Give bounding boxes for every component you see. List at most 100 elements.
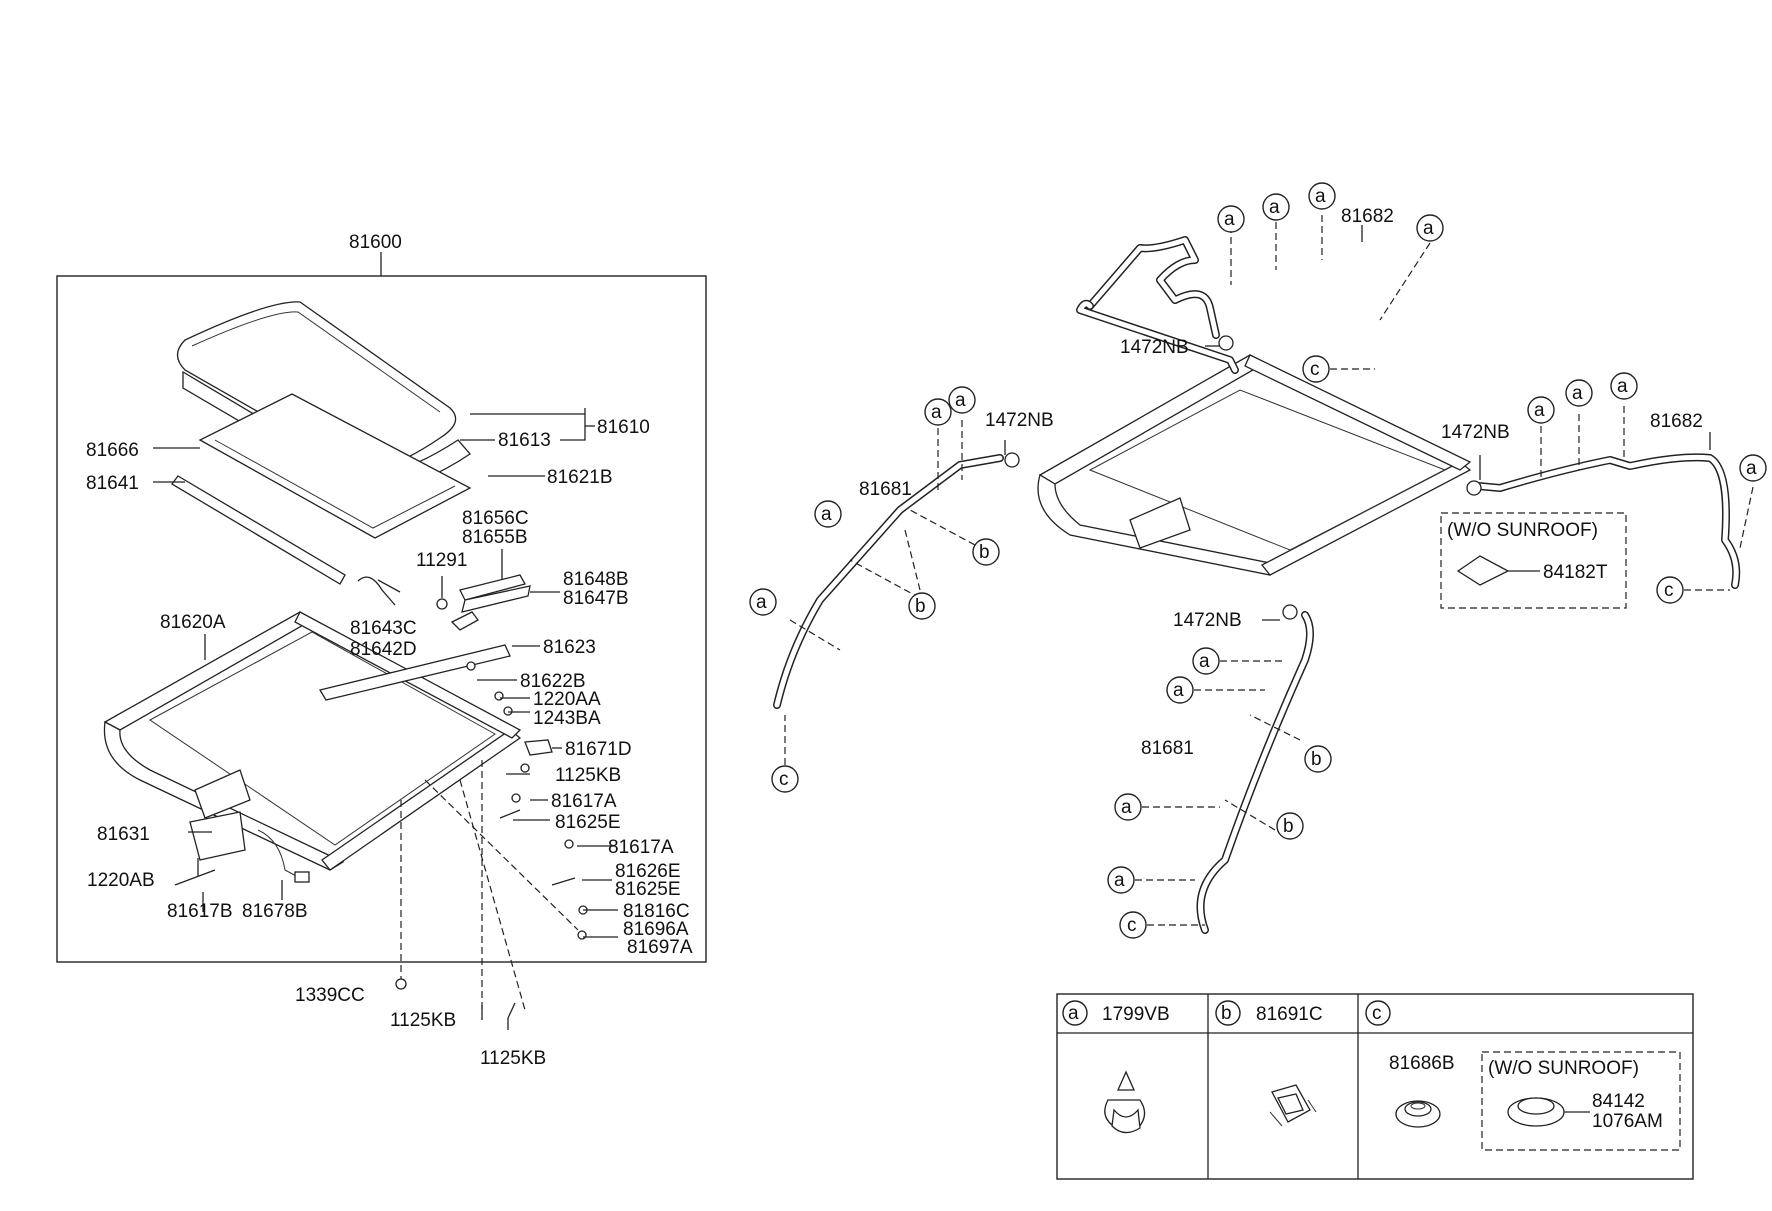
svg-text:a: a	[1269, 197, 1280, 218]
label-1125kb-a: 1125KB	[555, 765, 621, 786]
callout-b-4: b	[1276, 812, 1304, 840]
svg-text:a: a	[931, 402, 942, 423]
legend-part-81686b: 81686B	[1389, 1053, 1455, 1074]
sunroof-motor	[189, 811, 246, 861]
label-1220ab: 1220AB	[87, 870, 155, 891]
svg-text:a: a	[1173, 680, 1184, 701]
callout-a-10: a	[1565, 379, 1593, 407]
wo-sunroof-label-2: (W/O SUNROOF)	[1488, 1058, 1639, 1079]
label-81625e-b: 81625E	[615, 879, 681, 900]
label-81697a: 81697A	[627, 937, 693, 958]
label-81671d: 81671D	[565, 739, 632, 760]
hose-clamp-right	[1466, 480, 1482, 496]
callout-a-14: a	[1166, 676, 1194, 704]
label-81626e: 81626E	[615, 861, 681, 882]
label-81617a-b: 81617A	[608, 837, 674, 858]
callout-a-2: a	[1262, 193, 1290, 221]
screw-11291	[436, 598, 448, 610]
label-81641: 81641	[86, 473, 139, 494]
label-81655b: 81655B	[462, 527, 528, 548]
label-1125kb-c: 1125KB	[480, 1048, 546, 1069]
svg-text:c: c	[1310, 359, 1320, 380]
svg-text:a: a	[1114, 870, 1125, 891]
legend-part-84142: 84142	[1592, 1091, 1645, 1112]
callout-c-4: c	[1119, 911, 1147, 939]
legend-header-b: b 81691C	[1215, 1000, 1323, 1026]
svg-text:b: b	[915, 596, 926, 617]
callout-a-1: a	[1217, 205, 1245, 233]
label-81610: 81610	[597, 417, 650, 438]
grommet-81686b-icon	[1395, 1100, 1441, 1128]
callout-b-1: b	[972, 538, 1000, 566]
label-1472nb-top: 1472NB	[1120, 337, 1189, 358]
callout-a-6: a	[948, 386, 976, 414]
callout-a-11: a	[1610, 372, 1638, 400]
label-81622b: 81622B	[520, 671, 586, 692]
harness-connector	[294, 871, 310, 883]
callout-c-1: c	[1302, 355, 1330, 383]
label-81682-right: 81682	[1650, 411, 1703, 432]
label-81816c: 81816C	[623, 901, 690, 922]
svg-text:b: b	[1311, 749, 1322, 770]
svg-text:c: c	[1127, 915, 1137, 936]
label-81617b: 81617B	[167, 901, 233, 922]
callout-a-8: a	[749, 588, 777, 616]
svg-text:a: a	[1068, 1003, 1079, 1024]
roof-frame-right	[1037, 354, 1472, 576]
svg-text:a: a	[1199, 651, 1210, 672]
callout-a-12: a	[1739, 454, 1767, 482]
label-81647b: 81647B	[563, 588, 629, 609]
callout-c-3: c	[1656, 576, 1684, 604]
label-81600: 81600	[349, 232, 402, 253]
svg-text:a: a	[1572, 383, 1583, 404]
sunshade	[198, 393, 472, 539]
label-1472nb-right: 1472NB	[1441, 422, 1510, 443]
hose-clamp-top	[1218, 335, 1234, 351]
label-81631: 81631	[97, 824, 150, 845]
legend-part-81691c: 81691C	[1256, 1004, 1323, 1025]
label-81617a-a: 81617A	[551, 791, 617, 812]
clip-81691c-icon	[1269, 1084, 1317, 1127]
label-1243ba: 1243BA	[533, 708, 601, 729]
motor-harness	[257, 829, 301, 879]
label-81666: 81666	[86, 440, 139, 461]
legend-part-1076am: 1076AM	[1592, 1111, 1663, 1132]
drain-hose-group: a a a a a a a a a a a a a a a a b b b b …	[749, 182, 1767, 939]
plug-84182t-icon	[1456, 555, 1510, 586]
legend-table: a 1799VB b 81691C c 81686B	[1056, 993, 1694, 1180]
svg-text:c: c	[779, 769, 789, 790]
label-81643c: 81643C	[350, 618, 417, 639]
callout-b-3: b	[1304, 745, 1332, 773]
svg-text:a: a	[1746, 458, 1757, 479]
guide-rail	[461, 585, 531, 613]
svg-text:a: a	[821, 504, 832, 525]
callout-a-7: a	[814, 500, 842, 528]
legend-header-c: c	[1365, 1000, 1391, 1026]
label-84182t: 84182T	[1543, 562, 1608, 583]
wo-sunroof-label-1: (W/O SUNROOF)	[1447, 520, 1598, 541]
hose-clip-part	[357, 576, 396, 606]
label-81678b: 81678B	[242, 901, 308, 922]
sunroof-assembly-group: 81600	[56, 232, 707, 1069]
svg-text:c: c	[1372, 1003, 1382, 1024]
svg-text:a: a	[1423, 218, 1434, 239]
label-1472nb-bottom: 1472NB	[1173, 610, 1242, 631]
label-11291: 11291	[416, 550, 467, 571]
svg-text:a: a	[1617, 376, 1628, 397]
callout-a-4: a	[1416, 214, 1444, 242]
callout-a-15: a	[1114, 793, 1142, 821]
stud-81617b	[174, 869, 216, 886]
hose-clamp-left	[1004, 452, 1020, 468]
label-81642d: 81642D	[350, 639, 417, 660]
label-1339cc: 1339CC	[295, 985, 365, 1006]
svg-text:a: a	[955, 390, 966, 411]
callout-a-3: a	[1308, 182, 1336, 210]
label-81620a: 81620A	[160, 612, 226, 633]
deflector-seal	[171, 475, 346, 585]
label-81682-top: 81682	[1341, 206, 1394, 227]
svg-text:b: b	[1283, 816, 1294, 837]
callout-a-9: a	[1527, 396, 1555, 424]
label-81623: 81623	[543, 637, 596, 658]
wo-sunroof-box-84142: (W/O SUNROOF) 84142 1076AM	[1481, 1051, 1681, 1151]
